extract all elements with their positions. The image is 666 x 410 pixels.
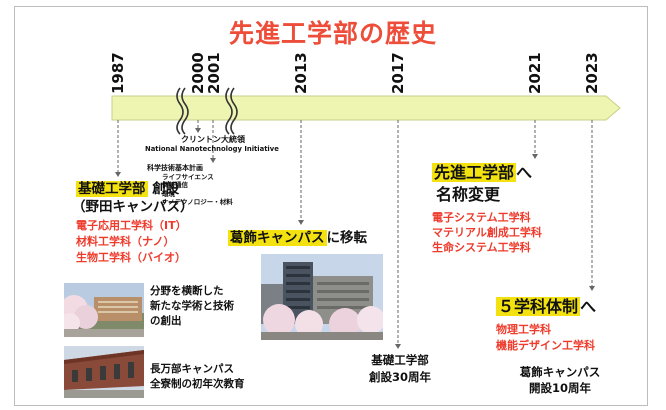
year-label: 2021 [526,52,544,94]
photo1-caption-line: の創出 [150,315,182,327]
rename-department: 生命システム工学科 [432,241,531,254]
anniversary30-line1: 基礎工学部 [371,353,429,367]
anniversary30-line2: 創設30周年 [368,370,431,384]
katsushika10-line2: 開設10周年 [528,381,591,395]
campus-photo-noda [64,283,144,337]
founding-highlight: 基礎工学部 [76,181,148,197]
leader-arrowhead [115,172,121,177]
event-basic-plan-item: 環境 [162,189,175,198]
founding-subtitle: （野田キャンパス） [72,199,194,215]
rename-line2: 名称変更 [436,185,501,204]
event-anniversary30: 基礎工学部 創設30周年 [362,352,438,386]
campus-photo-katsushika [261,254,383,340]
five-dept-rest: へ [580,297,597,316]
leader-arrowhead [210,158,216,163]
photo1-caption-line: 分野を横断した [150,285,224,297]
leader-arrowhead [532,154,538,159]
event-rename: 先進工学部へ 名称変更 電子システム工学科 マテリアル創成工学科 生命システム工… [432,162,542,255]
timeline-break-mark [225,87,238,135]
five-dept-department: 物理工学科 [496,323,551,336]
photo1-caption-line: 新たな学術と技術 [150,300,234,312]
year-label: 2023 [583,52,601,94]
photo2-caption-line: 全寮制の初年次教育 [150,378,245,390]
event-basic-plan-title: 科学技術基本計画 [147,164,203,172]
event-katsushika10: 葛飾キャンパス 開設10周年 [500,364,620,396]
event-clinton-line2: National Nanotechnology Initiative [145,145,279,153]
timeline-arrow [111,95,621,121]
event-founding: 基礎工学部 創設 （野田キャンパス） 電子応用工学科（IT） 材料工学科（ナノ）… [72,180,194,266]
event-basic-plan-item: ライフサイエンス [162,172,214,181]
founding-department: 材料工学科（ナノ） [76,235,175,248]
five-dept-highlight: ５学科体制 [496,297,581,316]
founding-department: 電子応用工学科（IT） [76,219,187,232]
event-basic-plan-item: 情報通信 [162,181,188,189]
leader-arrowhead [395,344,401,349]
leader-arrowhead [589,286,595,291]
rename-department: 電子システム工学科 [432,211,531,224]
event-five-departments: ５学科体制へ 物理工学科 機能デザイン工学科 [496,296,596,354]
year-label: 1987 [109,52,127,94]
page-title: 先進工学部の歴史 [228,19,437,48]
campus-photo-oshamambe [64,346,144,398]
photo2-caption-line: 長万部キャンパス [150,363,234,375]
founding-department: 生物工学科（バイオ） [76,251,186,264]
katsushika10-line1: 葛飾キャンパス [519,365,601,379]
leader-arrowhead [195,128,201,133]
year-label: 2001 [205,52,223,94]
leader-arrowhead [298,220,304,225]
event-katsushika-move: 葛飾キャンパスに移転 [228,229,367,247]
founding-title-rest: 創設 [147,181,180,197]
timeline-break-mark [176,87,189,135]
photo1-caption: 分野を横断した 新たな学術と技術 の創出 [150,284,234,329]
year-label: 2000 [189,52,207,94]
event-clinton: クリントン大統領 [168,135,258,145]
five-dept-department: 機能デザイン工学科 [496,339,595,352]
katsushika-highlight: 葛飾キャンパス [228,230,327,246]
photo2-caption: 長万部キャンパス 全寮制の初年次教育 [150,362,245,392]
katsushika-rest: に移転 [326,230,368,246]
rename-title-rest: へ [516,163,533,182]
year-label: 2017 [389,52,407,94]
rename-highlight: 先進工学部 [432,163,517,182]
rename-department: マテリアル創成工学科 [432,226,542,239]
event-clinton-line1: クリントン大統領 [181,135,245,144]
event-basic-plan: 科学技術基本計画 ライフサイエンス 情報通信 環境 ナノテクノロジー・材料 [147,164,233,207]
event-basic-plan-item: ナノテクノロジー・材料 [162,198,233,206]
year-label: 2013 [292,52,310,94]
